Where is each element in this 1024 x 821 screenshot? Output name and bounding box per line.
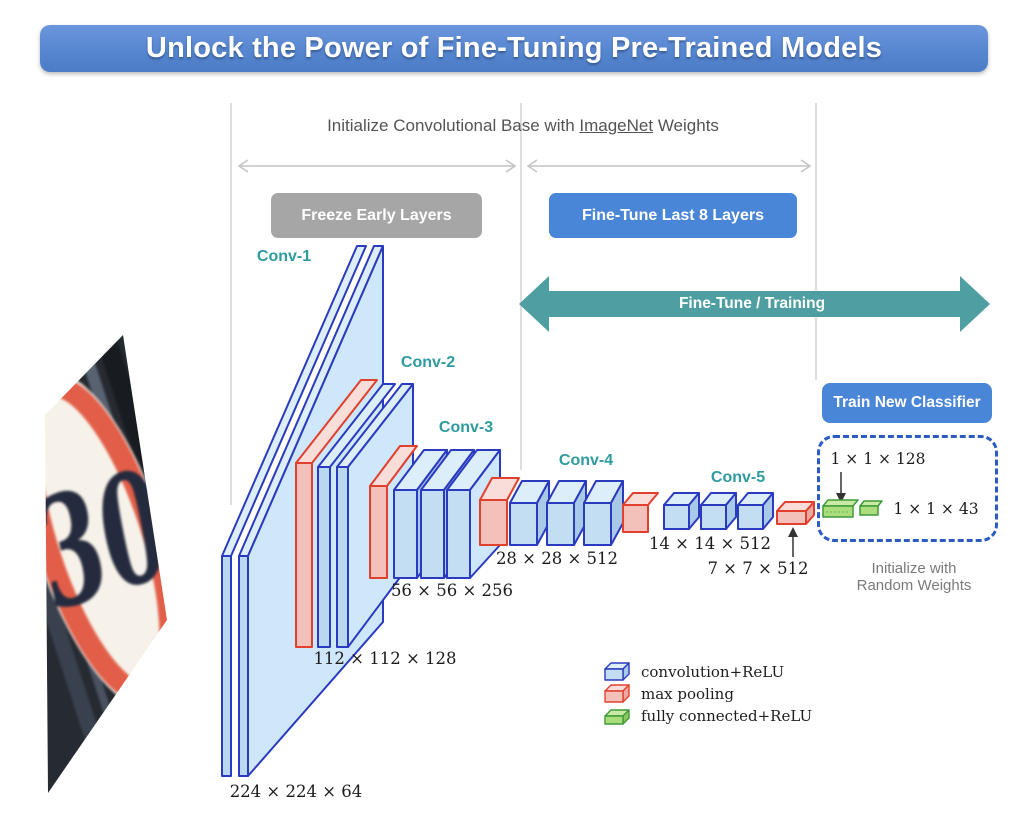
imagenet-link[interactable]: ImageNet — [579, 116, 654, 135]
train-classifier-text: Train New Classifier — [833, 394, 981, 411]
conv2-label: Conv-2 — [400, 354, 456, 371]
conv5-block — [663, 492, 774, 530]
conv3-dims: 56 × 56 × 256 — [390, 581, 514, 600]
top-caption: Initialize Convolutional Base with Image… — [327, 116, 719, 136]
freeze-early-layers-label: Freeze Early Layers — [271, 193, 482, 238]
conv1-dims: 224 × 224 × 64 — [229, 782, 363, 801]
finetune-last-layers-label: Fine-Tune Last 8 Layers — [549, 193, 797, 238]
conv2-pooling-plate — [295, 379, 378, 648]
conv5-dims: 14 × 14 × 512 — [648, 534, 772, 553]
conv5-label: Conv-5 — [710, 469, 766, 486]
fully-connected-boxes — [822, 499, 883, 518]
finetune-label-text: Fine-Tune Last 8 Layers — [582, 206, 764, 224]
init-weights-line2: Random Weights — [856, 577, 972, 594]
classifier-input-dims: 1 × 1 × 128 — [830, 450, 926, 468]
legend-item-max-pooling: max pooling — [604, 683, 812, 705]
legend-item-fully-connected: fully connected+ReLU — [604, 705, 812, 727]
classifier-output-dims: 1 × 1 × 43 — [893, 500, 979, 518]
training-arrow-label: Fine-Tune / Training — [679, 295, 825, 313]
conv1-label: Conv-1 — [256, 248, 312, 265]
legend-label-max-pooling: max pooling — [641, 685, 734, 703]
training-arrow-text: Fine-Tune / Training — [678, 295, 826, 312]
conv5-pooling-plate — [622, 492, 659, 533]
final-pooling-slab — [776, 501, 815, 525]
pool-output-dims: 7 × 7 × 512 — [707, 559, 809, 578]
conv1-block — [221, 245, 384, 777]
conv4-dims: 28 × 28 × 512 — [495, 549, 619, 568]
freeze-label-text: Freeze Early Layers — [301, 206, 452, 224]
legend: convolution+ReLU max pooling fully conne… — [604, 661, 812, 727]
max-pooling-box-icon — [604, 684, 630, 703]
caption-text: Initialize Convolutional Base with — [327, 116, 580, 135]
init-random-weights-note: Initialize with Random Weights — [857, 560, 972, 594]
title-banner: Unlock the Power of Fine-Tuning Pre-Trai… — [40, 25, 988, 72]
finetune-span-arrow — [526, 159, 812, 173]
conv4-block — [509, 480, 624, 546]
convolution-box-icon — [604, 662, 630, 681]
page-title: Unlock the Power of Fine-Tuning Pre-Trai… — [145, 32, 883, 64]
conv3-label: Conv-3 — [438, 419, 494, 436]
fully-connected-box-icon — [604, 709, 630, 725]
guide-lines — [230, 103, 817, 505]
pool-output-arrow — [788, 527, 798, 557]
conv4-pooling-plate — [479, 477, 520, 546]
init-weights-line1: Initialize with — [871, 560, 957, 577]
conv3-pooling-plate — [369, 445, 418, 579]
new-classifier-dashed-box — [817, 435, 998, 542]
conv4-label: Conv-4 — [558, 452, 614, 469]
training-double-arrow — [519, 276, 990, 332]
legend-label-fully-connected: fully connected+ReLU — [641, 707, 813, 725]
freeze-span-arrow — [237, 159, 517, 173]
classifier-arrow — [836, 472, 846, 503]
train-new-classifier-label: Train New Classifier — [822, 383, 992, 423]
legend-item-convolution: convolution+ReLU — [604, 661, 812, 683]
conv2-dims: 112 × 112 × 128 — [313, 649, 457, 668]
caption-text-end: Weights — [653, 116, 719, 135]
legend-label-convolution: convolution+ReLU — [641, 663, 785, 681]
